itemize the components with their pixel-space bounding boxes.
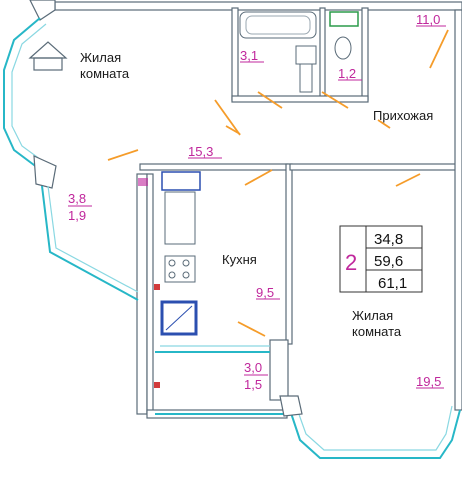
kitchen-fixtures: [138, 171, 201, 388]
door-hall-small: [377, 119, 391, 129]
burner-icon: [182, 271, 190, 279]
toilet-area: 1,2: [338, 66, 356, 81]
balcony-glass-inner: [47, 185, 139, 293]
door-kitchen: [244, 169, 273, 186]
balcony-left: [41, 185, 139, 301]
kitchen-right-wall: [285, 163, 293, 345]
burner-icon: [182, 259, 190, 267]
door-bathroom: [257, 91, 283, 109]
hall-label: Прихожая: [373, 108, 433, 123]
vent-marker-icon: [154, 382, 160, 388]
bathtub-inner-icon: [245, 15, 311, 35]
hall-area: 11,0: [416, 12, 440, 27]
kitchen-area: 9,5: [256, 285, 274, 300]
stove-icon: [164, 255, 196, 283]
doors: [107, 29, 449, 337]
summary-total-area: 59,6: [374, 253, 403, 270]
bath-bottom-wall: [231, 95, 369, 103]
bay-right-glass: [289, 409, 461, 459]
door-living-tip: [225, 125, 241, 135]
counter-icon: [164, 191, 196, 245]
boiler-diagonal-icon: [165, 305, 193, 331]
bathroom-area: 3,1: [240, 48, 258, 63]
door-toilet: [321, 91, 349, 109]
door-living-right: [395, 173, 421, 187]
bay-window-right: [279, 395, 461, 459]
door-balcony-left: [107, 149, 139, 161]
bay-glass-outer: [3, 17, 41, 169]
toilet-icon: [334, 36, 352, 60]
living-top-label-2: комната: [80, 66, 130, 81]
riser-marker-icon: [138, 178, 148, 186]
right-living-top-wall: [289, 163, 461, 171]
bath-fixtures: [239, 11, 359, 93]
bay-glass-inner: [11, 23, 47, 163]
loggia-area-a: 3,0: [244, 360, 262, 375]
balcony-left-area-b: 1,9: [68, 208, 86, 223]
column-wall: [269, 339, 289, 401]
balcony-glass: [41, 185, 139, 301]
living-right-label-2: комната: [352, 324, 402, 339]
living-kitchen-wall: [139, 163, 289, 171]
washer-icon: [299, 63, 313, 93]
vent-marker-icon: [154, 284, 160, 290]
bay-window-left: [3, 17, 57, 189]
burner-icon: [168, 271, 176, 279]
balcony-left-area-a: 3,8: [68, 191, 86, 206]
loggia: [155, 345, 290, 415]
bath-left-wall: [231, 7, 239, 101]
bay-right-glass-inner: [295, 405, 453, 451]
radiator-icon: [161, 171, 201, 191]
burner-icon: [168, 259, 176, 267]
summary-living-area: 34,8: [374, 231, 403, 248]
door-living: [214, 99, 241, 136]
door-loggia: [237, 321, 266, 337]
door-entrance: [429, 29, 449, 69]
loggia-area-b: 1,5: [244, 377, 262, 392]
top-wall: [54, 1, 462, 11]
living-right-label-1: Жилая: [352, 308, 393, 323]
toilet-right-wall: [361, 7, 369, 101]
bathtub-icon: [239, 11, 317, 39]
living-top-label-1: Жилая: [80, 50, 121, 65]
kitchen-left-wall: [136, 173, 148, 415]
area-summary-box: 2 34,8 59,6 61,1: [339, 225, 423, 293]
sink-icon: [295, 45, 317, 65]
summary-total-with-balcony: 61,1: [378, 275, 407, 292]
summary-rooms-count: 2: [345, 250, 357, 275]
bath-divider-wall: [319, 7, 326, 101]
toilet-tank-icon: [329, 11, 359, 27]
kitchen-inner-wall: [146, 173, 154, 415]
house-icon: [28, 41, 68, 71]
summary-frame: [339, 225, 423, 293]
right-wall: [454, 9, 462, 411]
living-top-area: 15,3: [188, 144, 213, 159]
living-right-area: 19,5: [416, 374, 441, 389]
kitchen-label: Кухня: [222, 252, 257, 267]
bay-corner-wall: [33, 155, 57, 189]
left-corner-wall: [29, 0, 56, 21]
bay-right-corner-wall: [279, 395, 303, 417]
